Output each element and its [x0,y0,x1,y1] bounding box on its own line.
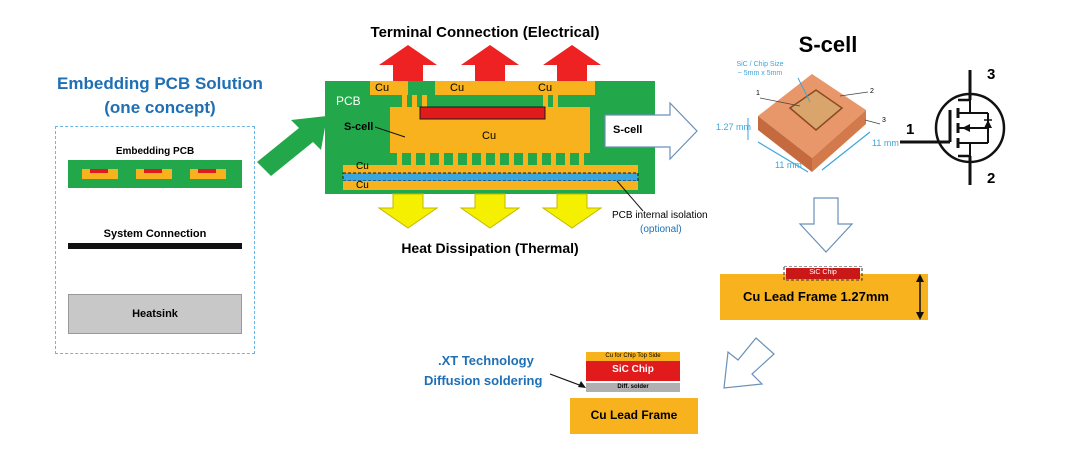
thermal-arrow-icon [377,193,439,229]
heatsink-label: Heatsink [132,308,178,320]
terminal-connection-title: Terminal Connection (Electrical) [370,24,600,41]
isolation-label: PCB internal isolation [612,210,708,221]
scell-inner-label: S-cell [344,121,374,133]
xt-pointer-icon [549,373,586,388]
gate-pin-label: 1 [906,121,915,138]
xt-top-copper-label: Cu for Chip Top Side [605,353,661,359]
chip-size-line1: SiC / Chip Size [736,61,784,68]
system-connection-bar [68,243,242,249]
scell-arrow-label: S-cell [613,124,643,136]
concept-box [55,126,255,354]
electrical-arrow-icon [461,45,519,81]
scell-arrow-icon [604,101,698,161]
heatsink-block [68,294,242,334]
thickness-label: 1.27 mm [716,122,752,132]
cu-label-top-3: Cu [538,82,553,94]
cu-label-bottom-2: Cu [356,180,369,191]
cu-label-bottom-1: Cu [356,161,369,172]
isolation-optional: (optional) [640,224,682,235]
xt-diff-solder [586,383,680,392]
embedding-pcb-label: Embedding PCB [115,146,195,157]
electrical-arrow-icon [543,45,601,81]
width-label-1: 11 mm [775,160,802,170]
lead-frame-chip-label: SiC Chip [809,269,837,276]
xt-top-copper [586,352,680,361]
green-arrow-icon [257,116,327,176]
marker-1: 1 [756,90,760,97]
pcb-label: PCB [336,94,361,108]
chip-size-line2: ~ 5mm x 5mm [737,70,783,77]
diagonal-arrow-icon [723,337,775,389]
embedding-pcb-diagram [68,160,242,188]
pcb-cross-section [325,45,698,229]
embedding-title: Embedding PCB Solution [57,74,263,93]
cu-label-scell: Cu [482,130,497,142]
thermal-arrow-icon [541,193,603,229]
xt-sic-chip-label: SiC Chip [612,364,654,375]
source-pin-label: 2 [987,170,996,187]
down-arrow-icon [798,197,854,253]
scell-3d-model [747,74,881,173]
marker-3: 3 [882,117,886,124]
xt-sic-chip [586,361,680,381]
lead-frame-label: Cu Lead Frame 1.27mm [743,289,889,304]
cu-label-top-2: Cu [450,82,465,94]
system-connection-label: System Connection [103,228,207,240]
embedding-subtitle: (one concept) [104,98,216,117]
width-label-2: 11 mm [872,138,899,148]
heat-dissipation-title: Heat Dissipation (Thermal) [401,240,579,256]
marker-2: 2 [870,88,874,95]
xt-technology-title: .XT Technology [438,353,534,368]
xt-lead-frame [570,398,698,434]
xt-diffusion-subtitle: Diffusion soldering [424,373,543,388]
thermal-arrow-icon [459,193,521,229]
xt-diff-solder-label: Diff. solder [617,384,649,390]
electrical-arrow-icon [379,45,437,81]
drain-pin-label: 3 [987,66,996,83]
mosfet-symbol-icon [900,70,1006,185]
scell-title: S-cell [798,32,858,57]
xt-lead-frame-label: Cu Lead Frame [590,408,678,422]
lead-frame-diagram [720,266,928,320]
cu-label-top-1: Cu [375,82,390,94]
